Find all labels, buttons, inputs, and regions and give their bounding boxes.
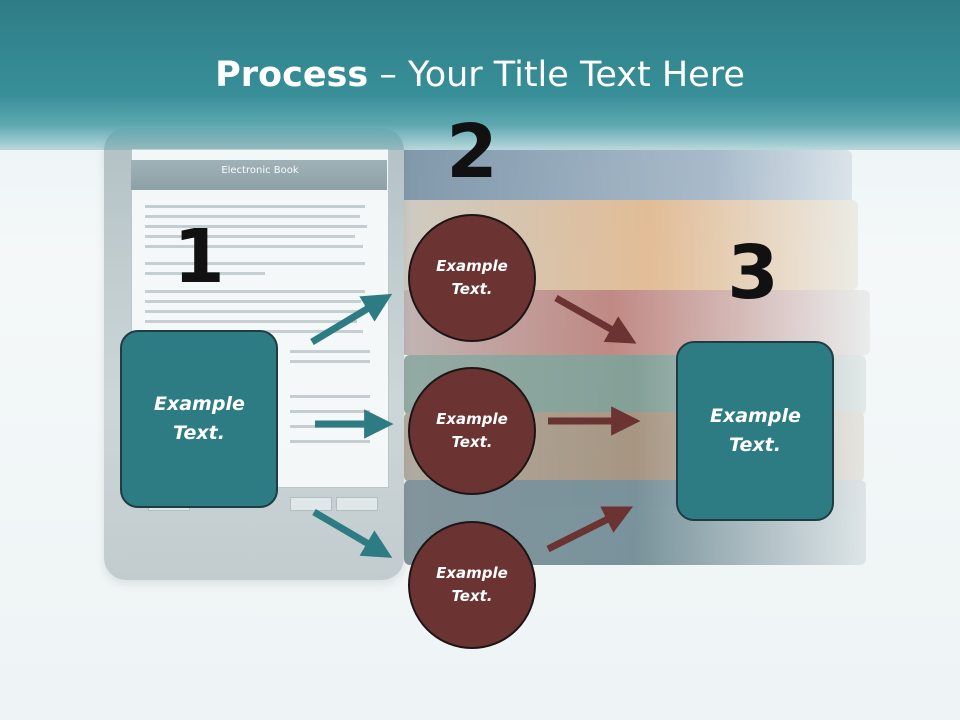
title-rest: – Your Title Text Here [368, 55, 745, 95]
reader-text-line [145, 205, 365, 208]
reader-text-line [145, 235, 355, 238]
reader-text-line [145, 272, 265, 275]
reader-text-line [145, 300, 361, 303]
end-box[interactable]: Example Text. [676, 341, 834, 521]
arrow-up-right-maroon [546, 506, 634, 553]
reader-text-line [290, 395, 370, 398]
arrow-down-right-teal [312, 508, 393, 558]
end-box-text: Example Text. [710, 405, 801, 456]
reader-button [336, 497, 378, 511]
circle-bottom[interactable]: Example Text. [408, 521, 536, 649]
arrow-up-right-teal [310, 293, 393, 346]
ebook-reader-toolbar [131, 160, 387, 190]
reader-text-line [290, 410, 370, 413]
reader-text-line [145, 262, 365, 265]
reader-text-line [290, 360, 370, 363]
circle-bottom-text: Example Text. [436, 564, 508, 605]
reader-button [290, 497, 332, 511]
circle-middle-text: Example Text. [436, 410, 508, 451]
reader-text-line [290, 350, 370, 353]
start-box-text: Example Text. [154, 393, 245, 444]
circle-top[interactable]: Example Text. [408, 214, 536, 342]
reader-text-line [145, 290, 365, 293]
title-bold: Process [215, 55, 369, 95]
reader-text-line [145, 225, 367, 228]
reader-text-line [145, 320, 357, 323]
reader-text-line [145, 215, 360, 218]
circle-middle[interactable]: Example Text. [408, 367, 536, 495]
start-box[interactable]: Example Text. [120, 330, 278, 508]
reader-text-line [290, 440, 370, 443]
reader-text-line [145, 310, 367, 313]
step-number-3: 3 [727, 230, 779, 316]
header-band [0, 0, 960, 150]
step-number-1: 1 [173, 214, 225, 300]
circle-top-text: Example Text. [436, 257, 508, 298]
arrow-down-right-maroon [554, 294, 637, 344]
reader-text-line [145, 245, 363, 248]
slide-title[interactable]: Process – Your Title Text Here [0, 52, 960, 98]
ebook-reader-title: Electronic Book [221, 165, 299, 176]
step-number-2: 2 [446, 109, 498, 195]
